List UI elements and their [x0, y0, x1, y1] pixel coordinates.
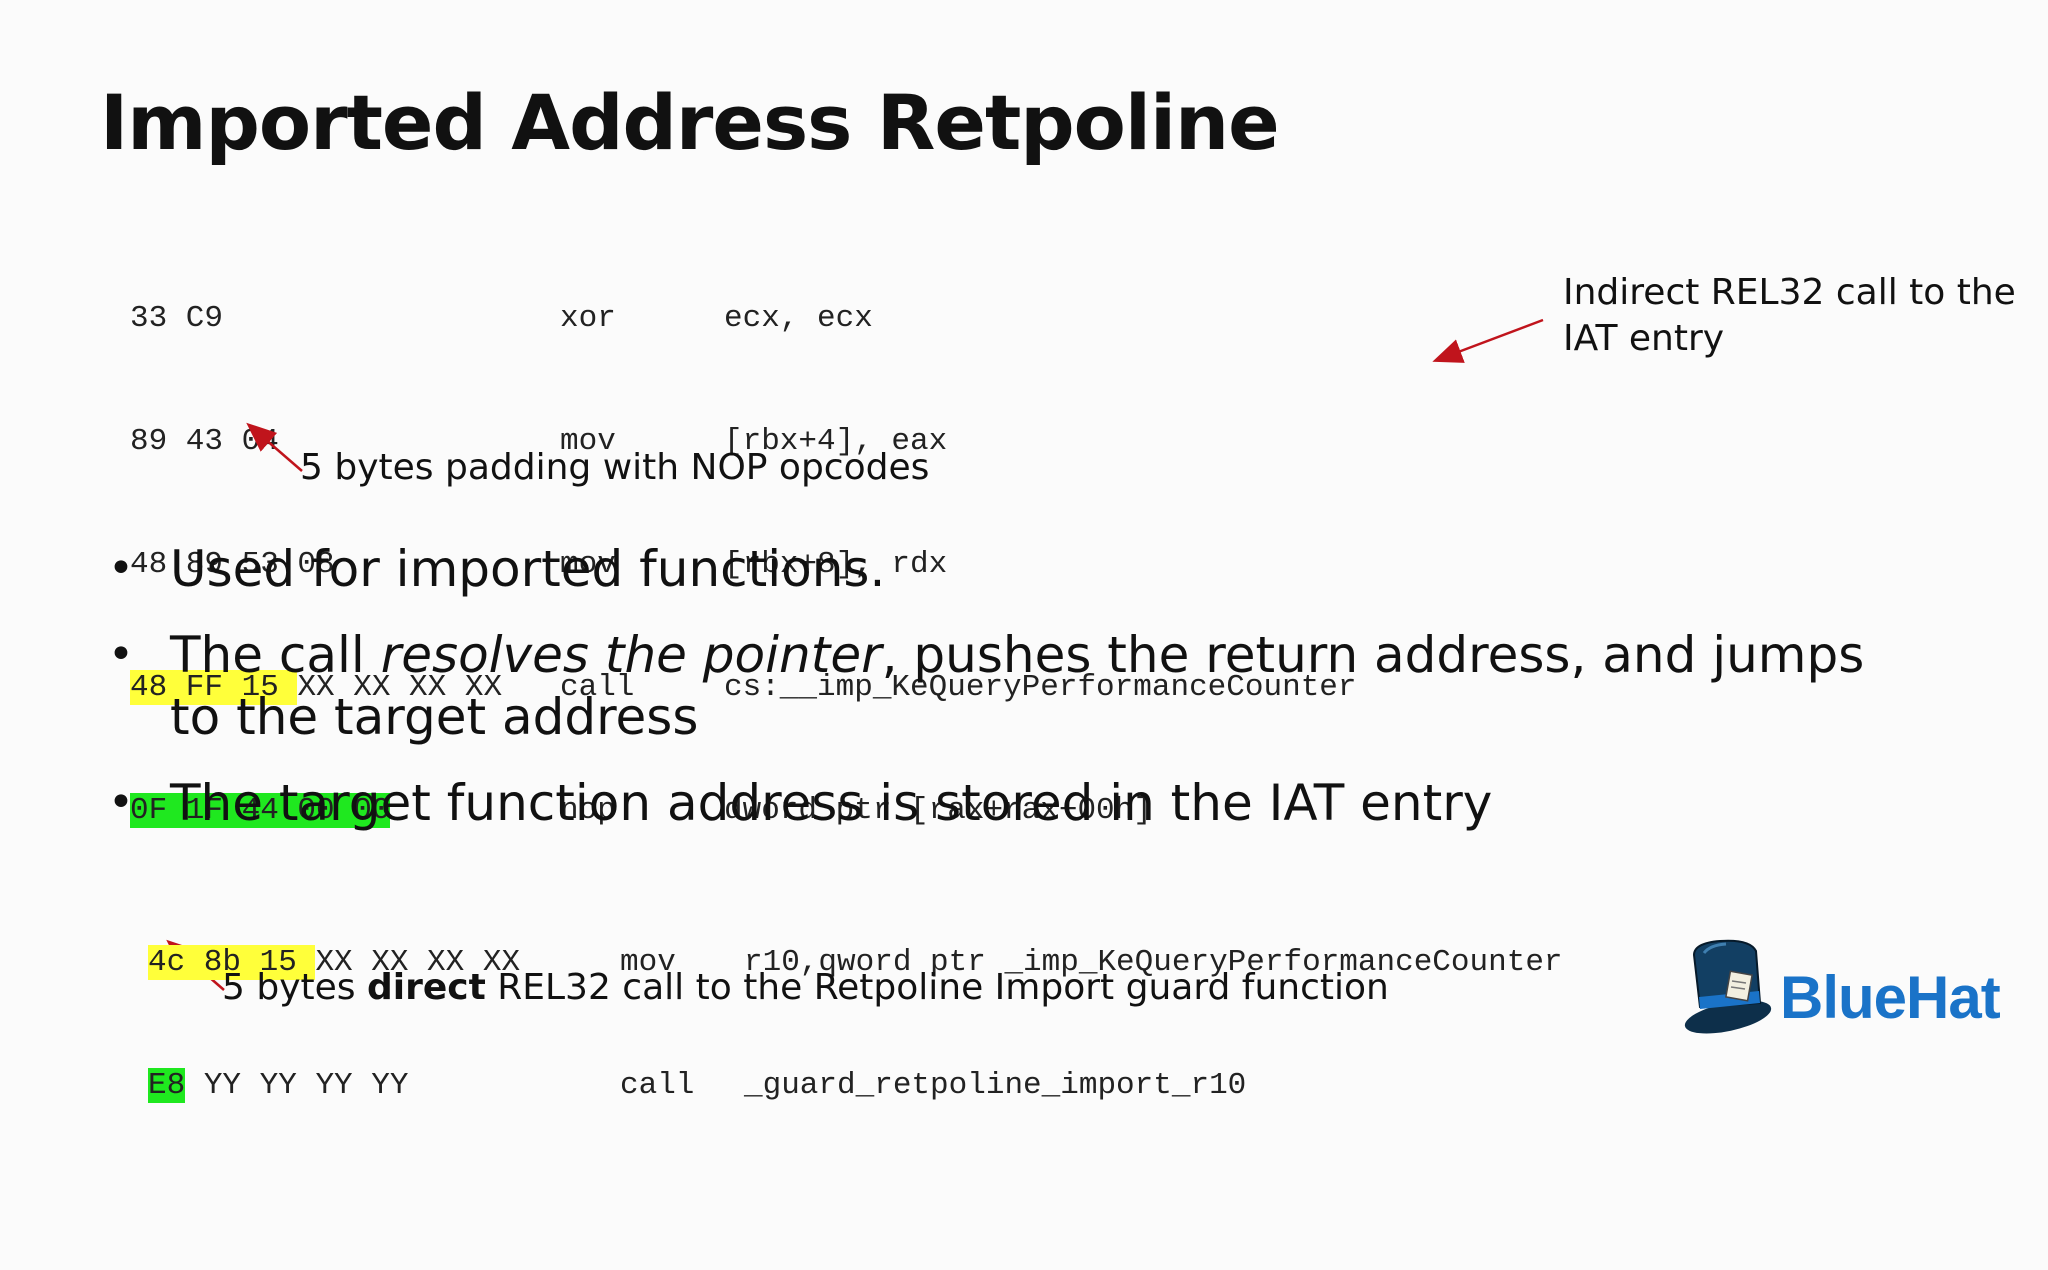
direct-call-annotation: 5 bytes direct REL32 call to the Retpoli… [222, 967, 1389, 1008]
direct-call-text-post: REL32 call to the Retpoline Import guard… [485, 967, 1389, 1008]
top-hat-icon [1684, 939, 1772, 1034]
asm-row: 33 C9 xor ecx, ecx [130, 298, 873, 339]
asm-mnemonic: call [620, 1068, 695, 1103]
direct-call-text-bold: direct [366, 967, 486, 1008]
bullet-text-pre: The call [170, 626, 381, 684]
highlighted-opcode: 4c 8b 15 [148, 945, 316, 980]
asm-operands: cs:__imp_KeQueryPerformanceCounter [724, 670, 1357, 705]
arrow-to-call-line [1432, 318, 1544, 363]
placeholder-bytes: YY YY YY YY [185, 1068, 409, 1103]
bullet-text-emphasis: resolves the pointer [380, 626, 882, 684]
call-opcode-byte: E8 [148, 1068, 186, 1103]
asm-mnemonic: mov [560, 424, 616, 459]
nop-padding-annotation: 5 bytes padding with NOP opcodes [300, 447, 930, 488]
asm-bytes: 48 FF 15 XX XX XX XX [130, 667, 502, 708]
asm-mnemonic: mov [620, 945, 676, 980]
iat-call-annotation: Indirect REL32 call to the IAT entry [1563, 272, 2016, 359]
asm-bytes: 33 C9 [130, 301, 224, 336]
asm-row: 4c 8b 15 XX XX XX XX mov r10,qword ptr _… [148, 942, 1563, 983]
asm-row: 0F 1F 44 00 00 nop dword ptr [rax+rax+00… [130, 790, 1152, 831]
logo-text: BlueHat [1780, 964, 2001, 1031]
asm-listing-bottom: 4c 8b 15 XX XX XX XX mov r10,qword ptr _… [148, 860, 1563, 1147]
bullet-dot: • [108, 629, 134, 680]
asm-mnemonic: mov [560, 547, 616, 582]
bullet-dot: • [108, 543, 134, 594]
asm-bytes: 0F 1F 44 00 00 [130, 790, 391, 831]
bullet-list: • Used for imported functions. • The cal… [108, 538, 1868, 858]
bullet-text: Used for imported functions. [170, 540, 886, 598]
asm-row: 48 FF 15 XX XX XX XX call cs:__imp_KeQue… [130, 667, 1357, 708]
asm-row: 48 89 53 08 mov [rbx+8], rdx [130, 544, 947, 585]
direct-call-text-pre: 5 bytes [222, 967, 367, 1008]
nop-padding-bytes: 0F 1F 44 00 00 [130, 793, 391, 828]
asm-operands: [rbx+4], eax [724, 424, 948, 459]
arrow-to-nop-bytes [246, 422, 303, 472]
bullet-item: • The target function address is stored … [108, 772, 1868, 834]
asm-operands: _guard_retpoline_import_r10 [744, 1068, 1247, 1103]
asm-mnemonic: nop [560, 793, 616, 828]
asm-listing-top: 33 C9 xor ecx, ecx 89 43 04 mov [rbx+4],… [130, 216, 1357, 872]
asm-mnemonic: xor [560, 301, 616, 336]
bluehat-logo: BlueHat [1680, 935, 2010, 1045]
asm-operands: ecx, ecx [724, 301, 873, 336]
placeholder-bytes: XX XX XX XX [315, 945, 521, 980]
asm-operands: dword ptr [rax+rax+00h] [724, 793, 1152, 828]
asm-bytes: 4c 8b 15 XX XX XX XX [148, 942, 520, 983]
asm-operands: r10,qword ptr _imp_KeQueryPerformanceCou… [744, 945, 1563, 980]
asm-bytes: 48 89 53 08 [130, 547, 335, 582]
slide-title: Imported Address Retpoline [100, 78, 1280, 167]
asm-mnemonic: call [560, 670, 635, 705]
asm-row: E8 YY YY YY YY call _guard_retpoline_imp… [148, 1065, 1246, 1106]
placeholder-bytes: XX XX XX XX [297, 670, 503, 705]
asm-bytes: E8 YY YY YY YY [148, 1065, 408, 1106]
bullet-item: • The call resolves the pointer, pushes … [108, 624, 1868, 748]
bullet-text: The target function address is stored in… [170, 774, 1493, 832]
asm-operands: [rbx+8], rdx [724, 547, 948, 582]
bullet-item: • Used for imported functions. [108, 538, 1868, 600]
bullet-dot: • [108, 777, 134, 828]
bullet-text-post: , pushes the return address, and jumps t… [170, 626, 1865, 746]
highlighted-opcode: 48 FF 15 [130, 670, 298, 705]
